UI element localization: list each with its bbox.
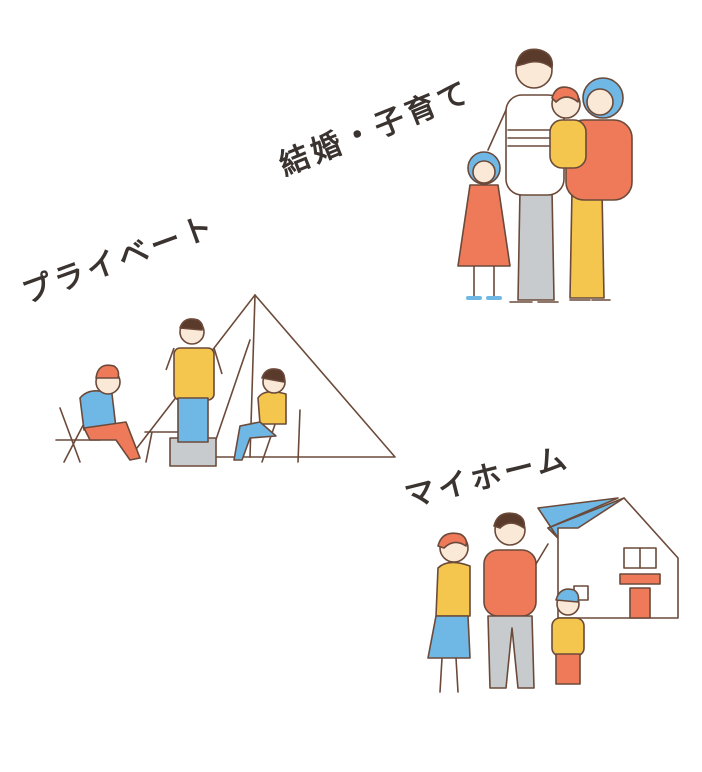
house-icon [537, 497, 679, 619]
man-figure [483, 512, 549, 689]
woman-figure [427, 532, 471, 693]
camper-right [233, 368, 287, 461]
camper-standing [165, 318, 223, 443]
mom-figure [565, 77, 633, 301]
camping-illustration [55, 294, 396, 467]
girl-figure [457, 151, 511, 300]
house-illustration [427, 497, 679, 693]
family-illustration [457, 48, 633, 303]
baby-figure [549, 86, 587, 169]
child-figure [551, 588, 585, 685]
dad-figure [487, 48, 565, 303]
camper-left [79, 364, 141, 461]
tent-icon [129, 294, 396, 458]
